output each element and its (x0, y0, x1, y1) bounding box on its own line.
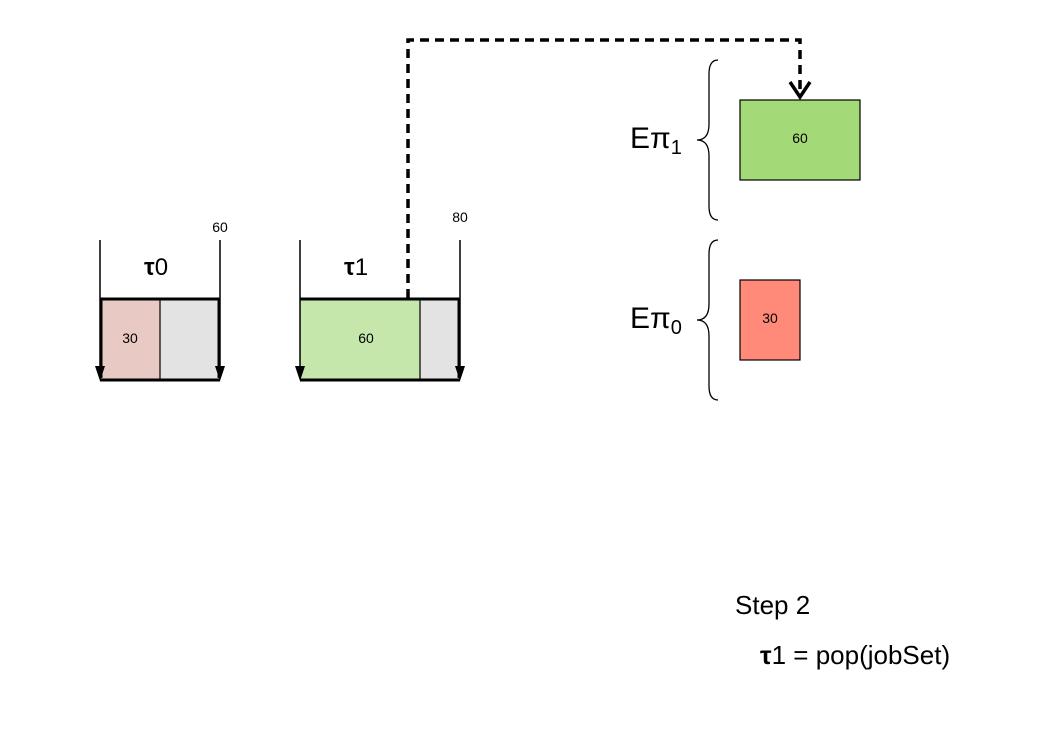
partition-0-job-value: 30 (762, 310, 778, 326)
partition-1-job-value: 60 (792, 130, 808, 146)
task-0-deadline-value: 60 (212, 219, 228, 235)
step-task-symbol: τ (760, 640, 772, 670)
task-1-label: τ1 (344, 254, 368, 281)
step-expression-text: 1 = pop(jobSet) (771, 640, 951, 670)
partition-0-brace (696, 239, 719, 401)
step-title: Step 2 (735, 590, 811, 620)
partition-1-job (739, 99, 861, 181)
task-0: τ0 30 60 (95, 219, 228, 382)
task-0-label: τ0 (144, 254, 168, 281)
task-1-exec-block (300, 300, 420, 380)
step-expression: τ1 = pop(jobSet) (760, 640, 950, 671)
task-0-exec-block (100, 300, 160, 380)
task-1-slack-block (420, 300, 460, 380)
partition-0-label: Επ0 (630, 302, 682, 339)
assignment-connector (406, 38, 812, 298)
partition-1: Επ1 60 (630, 59, 861, 221)
task-1-exec-value: 60 (358, 330, 374, 346)
partition-0-job (739, 279, 801, 361)
partition-1-label: Επ1 (630, 122, 682, 159)
task-0-slack-block (160, 300, 220, 380)
task-0-exec-value: 30 (122, 330, 138, 346)
task-1-deadline-value: 80 (452, 209, 468, 225)
partition-0: Επ0 30 (630, 239, 801, 401)
task-1: τ1 60 80 (295, 209, 468, 382)
partition-1-brace (696, 59, 719, 221)
assignment-arrowhead (788, 81, 812, 101)
